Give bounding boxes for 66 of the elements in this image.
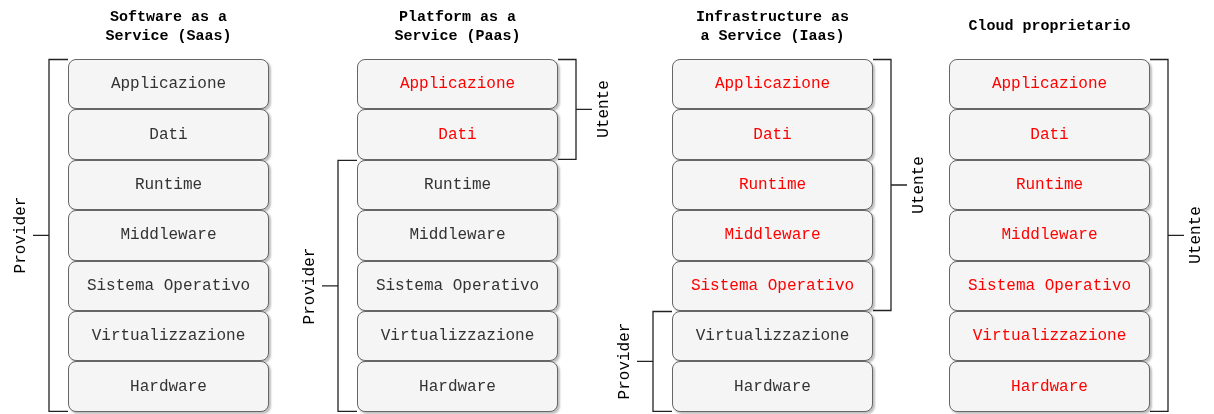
role-label: Provider	[300, 247, 319, 325]
layer-box	[68, 361, 269, 412]
layer-box	[949, 109, 1150, 160]
layer-label: Runtime	[134, 176, 203, 194]
layer-label: Hardware	[130, 377, 207, 396]
role-label: Provider	[615, 323, 634, 400]
layer-box	[949, 311, 1150, 362]
layer-box	[949, 260, 1150, 311]
layer-box	[672, 311, 873, 362]
layer-label: Middleware	[409, 226, 506, 245]
layer-box	[949, 210, 1150, 261]
layer-box	[357, 59, 558, 110]
layer-box	[672, 159, 873, 211]
layer-label: Hardware	[734, 377, 811, 396]
layer-box	[949, 59, 1150, 110]
layer-box	[949, 361, 1150, 412]
layer-label: Sistema Operativo	[375, 276, 540, 295]
layer-label: Runtime	[1015, 176, 1084, 194]
layer-label: Runtime	[423, 176, 492, 194]
layer-label: Virtualizzazione	[380, 327, 535, 346]
layer-label: Dati	[438, 125, 477, 144]
layer-label: Virtualizzazione	[972, 327, 1127, 346]
layer-label: Middleware	[1001, 226, 1098, 245]
layer-label: Applicazione	[110, 75, 227, 94]
layer-box	[357, 210, 558, 261]
layer-box	[68, 311, 269, 362]
layer-box	[672, 210, 873, 261]
layer-label: Dati	[753, 125, 792, 144]
layer-label: Sistema Operativo	[967, 276, 1132, 295]
layer-box	[68, 260, 269, 311]
layer-label: Hardware	[1011, 377, 1088, 396]
layer-box	[672, 59, 873, 110]
layer-label: Virtualizzazione	[91, 327, 246, 346]
layer-box	[68, 159, 269, 211]
column-title: Platform as a Service (Paas)	[393, 8, 522, 46]
layer-label: Applicazione	[399, 75, 516, 94]
column-title: Infrastructure as a Service (Iaas)	[695, 8, 850, 46]
column-title: Software as a Service (Saas)	[104, 8, 233, 46]
layer-label: Runtime	[738, 176, 807, 194]
role-label: Utente	[594, 80, 613, 139]
role-label: Utente	[1186, 206, 1205, 265]
layer-label: Dati	[149, 125, 188, 144]
layer-box	[357, 109, 558, 160]
layer-box	[68, 210, 269, 261]
layer-box	[672, 260, 873, 311]
layer-label: Sistema Operativo	[86, 276, 251, 295]
layer-label: Applicazione	[714, 75, 831, 94]
layer-box	[357, 311, 558, 362]
role-label: Utente	[909, 156, 928, 214]
layer-box	[357, 260, 558, 311]
layer-box	[357, 361, 558, 412]
layer-box	[68, 109, 269, 160]
layer-box	[68, 59, 269, 110]
layer-label: Virtualizzazione	[695, 327, 850, 346]
layer-box	[672, 361, 873, 412]
layer-label: Applicazione	[991, 75, 1108, 94]
layer-box	[672, 109, 873, 160]
layer-label: Middleware	[724, 226, 821, 245]
layer-label: Middleware	[120, 226, 217, 245]
layer-label: Sistema Operativo	[690, 276, 855, 295]
column-title: Cloud proprietario	[967, 17, 1132, 36]
layer-box	[949, 159, 1150, 211]
layer-box	[357, 159, 558, 211]
layer-label: Hardware	[419, 377, 496, 396]
role-label: Provider	[11, 197, 30, 274]
layer-label: Dati	[1030, 125, 1069, 144]
